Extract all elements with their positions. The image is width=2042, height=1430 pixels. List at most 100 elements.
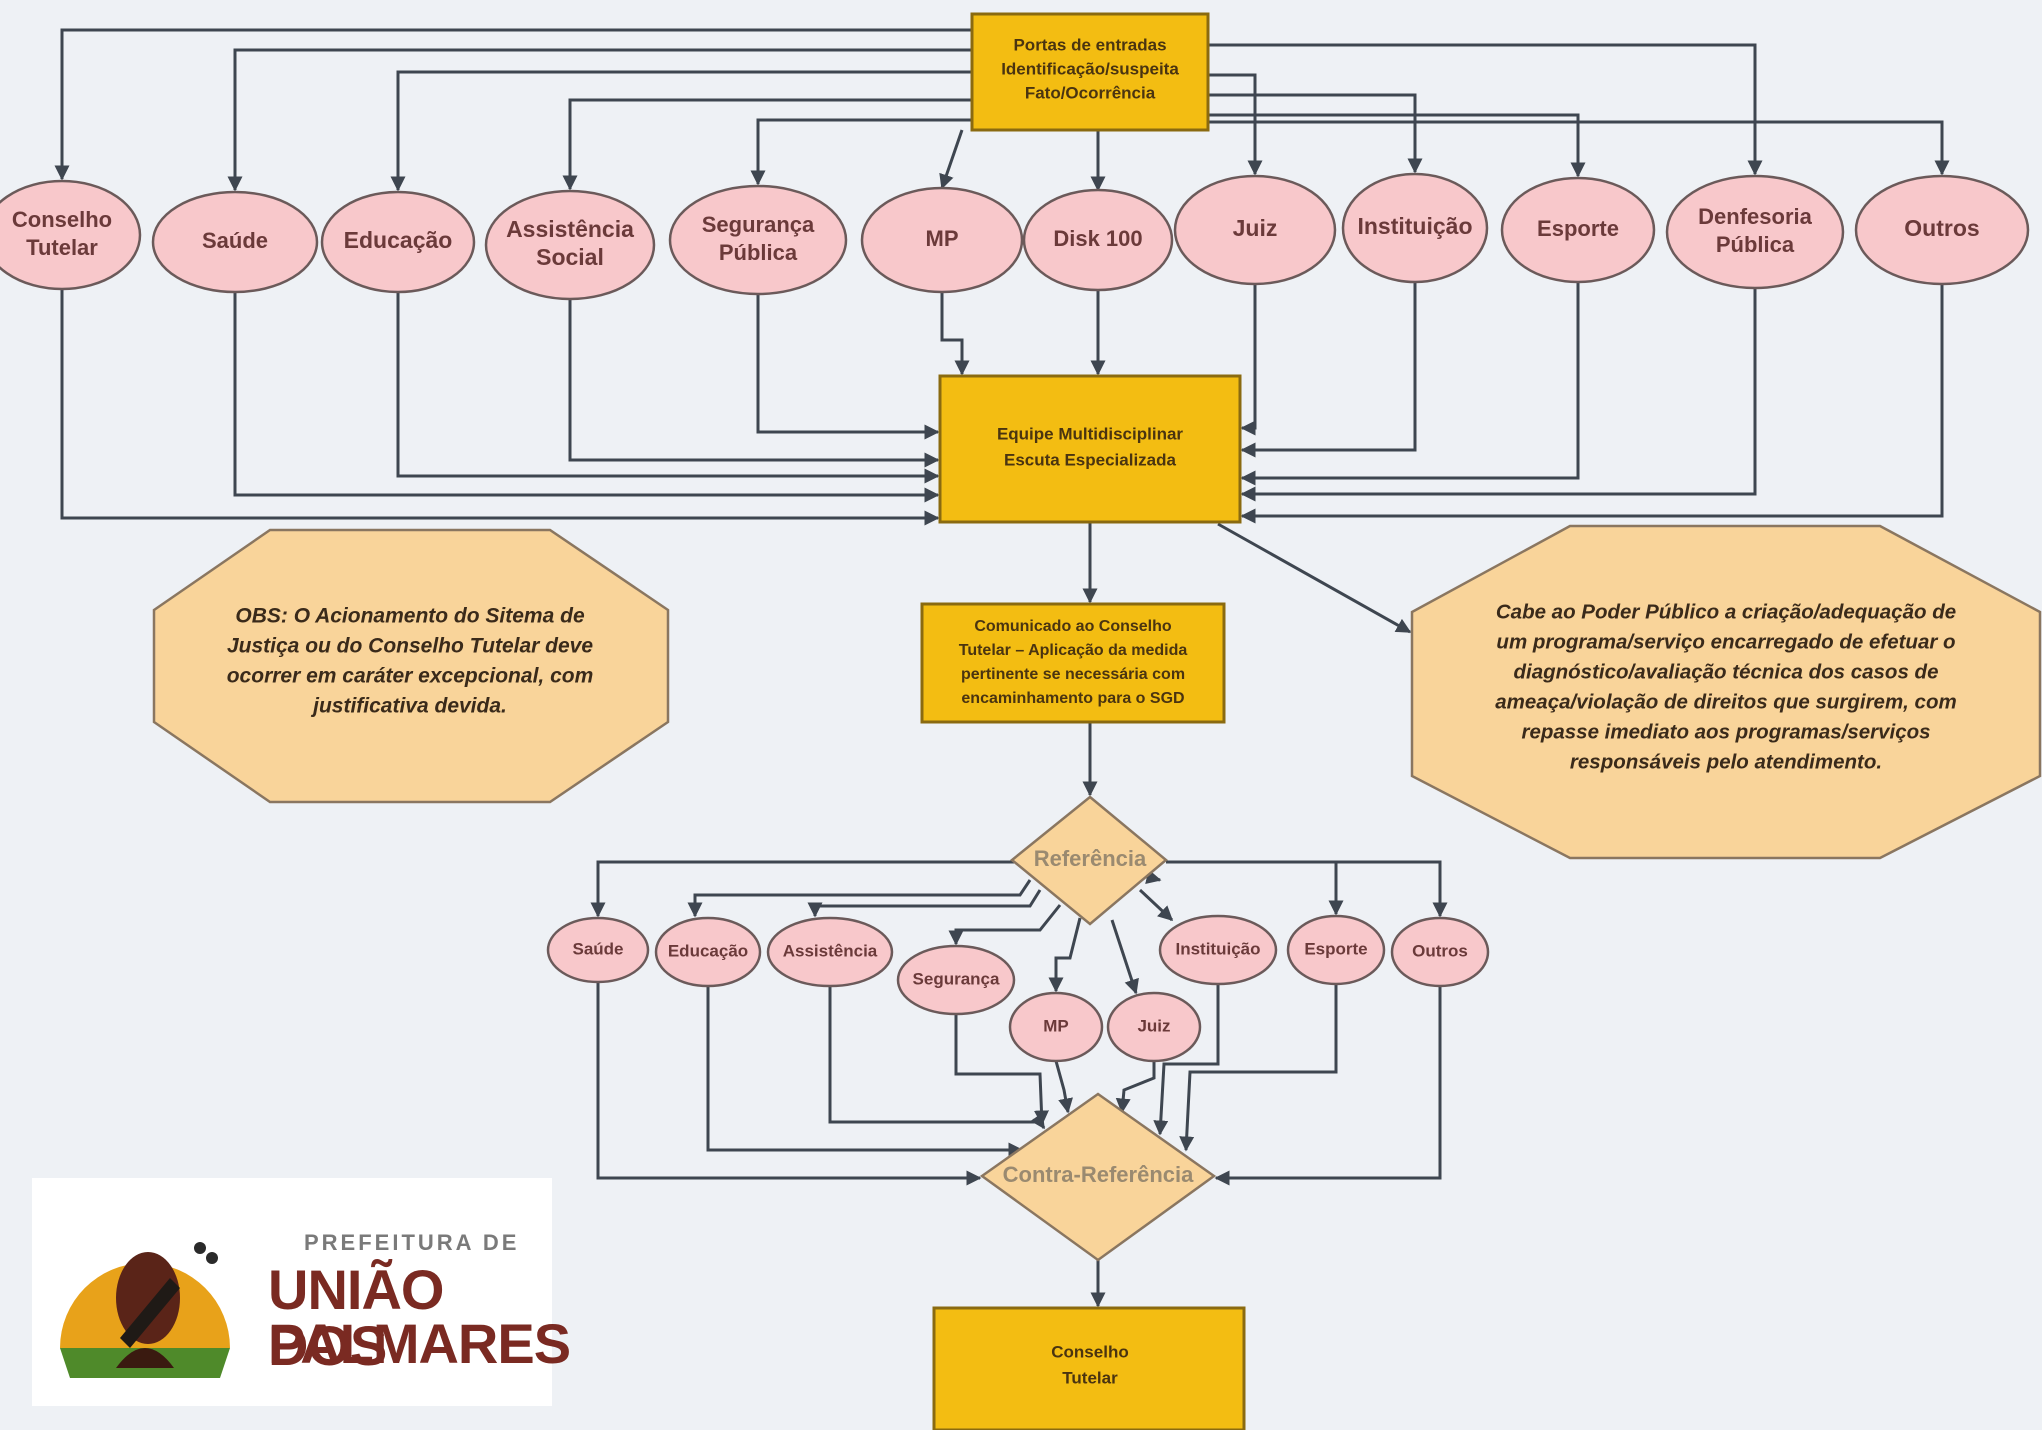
logo-name-line1: UNIÃO DOS bbox=[268, 1258, 444, 1377]
label-text: ocorrer em caráter excepcional, com bbox=[227, 665, 594, 688]
connector-arrow bbox=[1208, 120, 1950, 176]
connector-arrow bbox=[1110, 919, 1139, 995]
connector-arrow bbox=[568, 299, 940, 468]
connector-arrow bbox=[1138, 888, 1174, 922]
connector-arrow bbox=[1240, 288, 1757, 502]
label-text: diagnóstico/avaliação técnica dos casos … bbox=[1514, 660, 1939, 683]
label-text: Juiz bbox=[1137, 1016, 1170, 1035]
ref-node-saude: Saúde bbox=[546, 916, 650, 984]
connector-arrow bbox=[1240, 284, 1944, 524]
connector-arrow bbox=[1217, 522, 1412, 634]
referencia-diamond: Referência bbox=[1010, 795, 1168, 926]
label-text: Segurança bbox=[702, 212, 815, 237]
entry-node-mp: MP bbox=[860, 186, 1024, 294]
label-text: Educação bbox=[344, 227, 453, 253]
connector-arrow bbox=[807, 889, 1042, 918]
connector-arrow bbox=[939, 129, 964, 190]
label-text: pertinente se necessária com bbox=[961, 666, 1185, 683]
label-text: Saúde bbox=[202, 228, 268, 253]
connector-arrow bbox=[1048, 917, 1082, 993]
ref-node-assistencia: Assistência bbox=[766, 916, 894, 988]
label-text: Tutelar bbox=[26, 235, 98, 260]
connector-arrow bbox=[227, 48, 972, 192]
ref-node-instituicao: Instituição bbox=[1158, 914, 1278, 986]
label-text: Esporte bbox=[1537, 216, 1619, 241]
logo-prefeitura-text: PREFEITURA DE bbox=[304, 1230, 520, 1255]
label-text: MP bbox=[926, 226, 959, 251]
poder-publico-note: Cabe ao Poder Público a criação/adequaçã… bbox=[1410, 524, 2042, 860]
connector-lines bbox=[54, 28, 1950, 1308]
contra-referencia-diamond: Contra-Referência bbox=[979, 1092, 1217, 1262]
connector-arrow bbox=[1166, 860, 1448, 918]
connector-arrow bbox=[1208, 93, 1423, 174]
label-text: Cabe ao Poder Público a criação/adequaçã… bbox=[1496, 600, 1956, 623]
connector-arrow bbox=[1208, 73, 1263, 176]
label-text: Disk 100 bbox=[1053, 226, 1142, 251]
label-text: Assistência bbox=[506, 216, 634, 242]
label-text: MP bbox=[1043, 1016, 1069, 1035]
entry-node-juiz: Juiz bbox=[1173, 174, 1337, 286]
label-text: Assistência bbox=[783, 941, 878, 960]
label-text: Tutelar bbox=[1062, 1368, 1118, 1387]
logo-emblem-icon bbox=[60, 1242, 230, 1378]
connector-arrow bbox=[940, 292, 970, 376]
connector-arrow bbox=[1166, 860, 1344, 916]
municipality-logo: PREFEITURA DE UNIÃO DOS PALMARES bbox=[32, 1178, 571, 1406]
label-text: Educação bbox=[668, 941, 748, 960]
label-text: OBS: O Acionamento do Sitema de bbox=[235, 605, 585, 628]
connector-arrow bbox=[596, 982, 982, 1186]
connector-arrow bbox=[1208, 113, 1586, 178]
referencia-label: Referência bbox=[1034, 846, 1147, 871]
label-text: responsáveis pelo atendimento. bbox=[1570, 750, 1882, 773]
connector-arrow bbox=[396, 292, 940, 484]
label-text: Social bbox=[536, 244, 604, 270]
connector-arrow bbox=[590, 860, 1014, 918]
connector-arrow bbox=[1208, 43, 1763, 176]
connector-arrow bbox=[562, 98, 972, 191]
ref-node-juiz: Juiz bbox=[1106, 991, 1202, 1063]
label-text: Identificação/suspeita bbox=[1001, 59, 1179, 78]
connector-arrow bbox=[750, 118, 972, 186]
label-text: Conselho bbox=[1051, 1342, 1128, 1361]
label-text: Tutelar – Aplicação da medida bbox=[959, 642, 1188, 659]
connector-arrow bbox=[233, 292, 940, 503]
label-text: Conselho bbox=[12, 207, 112, 232]
label-text: Equipe Multidisciplinar bbox=[997, 424, 1183, 443]
ref-node-seguranca: Segurança bbox=[896, 944, 1016, 1016]
connector-arrow bbox=[1054, 1060, 1073, 1114]
connector-arrow bbox=[948, 904, 1062, 946]
label-text: Portas de entradas bbox=[1013, 35, 1166, 54]
connector-arrow bbox=[1179, 984, 1338, 1152]
ref-node-mp: MP bbox=[1008, 991, 1104, 1063]
ref-node-educacao: Educação bbox=[654, 916, 762, 988]
connector-arrow bbox=[1240, 282, 1417, 458]
label-text: Outros bbox=[1904, 215, 1979, 241]
connector-arrow bbox=[756, 294, 940, 440]
connector-arrow bbox=[687, 879, 1032, 918]
entry-node-educacao: Educação bbox=[320, 190, 476, 294]
logo-name-line2: PALMARES bbox=[268, 1312, 571, 1375]
label-text: justificativa devida. bbox=[310, 695, 507, 718]
label-text: encaminhamento para o SGD bbox=[961, 690, 1184, 707]
connector-arrow bbox=[1240, 284, 1257, 436]
label-text: Instituição bbox=[1175, 939, 1260, 958]
connector-arrow bbox=[1240, 282, 1580, 486]
ref-node-esporte: Esporte bbox=[1286, 914, 1386, 986]
connector-arrow bbox=[1153, 984, 1220, 1136]
label-text: Esporte bbox=[1304, 939, 1367, 958]
label-text: Segurança bbox=[913, 969, 1000, 988]
entry-node-saude: Saúde bbox=[151, 190, 319, 294]
label-text: um programa/serviço encarregado de efetu… bbox=[1496, 630, 1955, 653]
entry-node-esporte: Esporte bbox=[1500, 176, 1656, 284]
label-text: Denfesoria bbox=[1698, 204, 1812, 229]
connector-arrow bbox=[54, 28, 972, 181]
